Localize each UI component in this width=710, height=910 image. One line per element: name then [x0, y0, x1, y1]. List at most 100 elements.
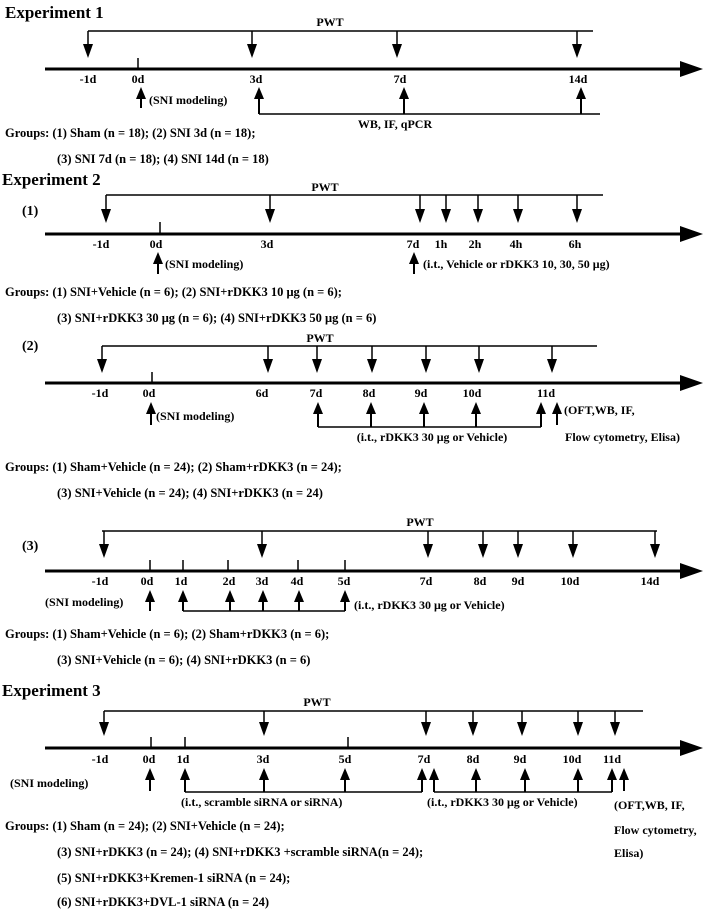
pwt-arrow [573, 711, 583, 736]
sni-label: (SNI modeling) [45, 595, 123, 609]
pwt-arrow [312, 346, 322, 373]
pwt-arrow [513, 531, 523, 558]
pwt-arrow-3d [247, 31, 257, 58]
sni-arrow [136, 87, 146, 108]
time-label: 6h [569, 237, 582, 251]
timeline-arrowhead [680, 61, 703, 77]
pwt-arrow [474, 346, 484, 373]
pwt-arrow [568, 531, 578, 558]
time-label: 9d [415, 386, 428, 400]
treatment-arrow [429, 768, 439, 792]
assay-arrow [619, 768, 629, 791]
treatment-arrow [178, 590, 188, 611]
pwt-label: PWT [316, 15, 343, 29]
time-label: 2h [469, 237, 482, 251]
time-label: 14d [641, 574, 660, 588]
pwt-arrow [547, 346, 557, 373]
timeline-arrowhead [680, 375, 703, 391]
treatment-arrow [294, 590, 304, 611]
pwt-arrow [367, 346, 377, 373]
time-label: -1d [92, 574, 109, 588]
experiment-2-part-3: (3) PWT -1d 0d 1d 2d 3d 4d 5d 7d 8d [5, 515, 703, 667]
time-label: 10d [463, 386, 482, 400]
experiment-2-part-1: (1) PWT -1d 0d 3d 7d 1h 2h 4h 6h (SNI mo… [5, 180, 703, 325]
treatment-arrow [366, 402, 376, 427]
pwt-arrow [259, 711, 269, 736]
time-label: 0d [150, 237, 163, 251]
experiment-2-title: Experiment 2 [2, 170, 101, 189]
treatment-label: (i.t., rDKK3 30 μg or Vehicle) [427, 795, 578, 809]
assay-label: (OFT,WB, IF, [564, 403, 635, 417]
treatment-label: (i.t., rDKK3 30 μg or Vehicle) [357, 430, 508, 444]
pwt-arrow [517, 711, 527, 736]
time-label: -1d [93, 237, 110, 251]
sni-label: (SNI modeling) [165, 257, 243, 271]
time-label: 4d [291, 574, 304, 588]
pwt-arrow [423, 531, 433, 558]
pwt-arrow [257, 531, 267, 558]
time-label: 0d [132, 72, 145, 86]
assay-label: Flow cytometry, Elisa) [565, 430, 680, 444]
pwt-arrow [478, 531, 488, 558]
treatment-arrow [573, 768, 583, 792]
groups-line: (3) SNI+Vehicle (n = 24); (4) SNI+rDKK3 … [57, 486, 323, 500]
time-label: 7d [407, 237, 420, 251]
sni-arrow [145, 768, 155, 791]
pwt-arrow [610, 711, 620, 736]
treatment-label: (i.t., rDKK3 30 μg or Vehicle) [354, 598, 505, 612]
assay-label: (OFT,WB, IF, [614, 798, 685, 812]
assay-label: Flow cytometry, [614, 823, 697, 837]
sni-arrow [145, 590, 155, 611]
pwt-arrow [572, 195, 582, 223]
time-label: 5d [339, 752, 352, 766]
groups-line: (3) SNI 7d (n = 18); (4) SNI 14d (n = 18… [57, 152, 269, 166]
time-label: 1h [435, 237, 448, 251]
pwt-arrow [97, 346, 107, 373]
pwt-arrow [650, 531, 660, 558]
time-label: 1d [175, 574, 188, 588]
treatment-arrow [419, 402, 429, 427]
time-label: 0d [143, 752, 156, 766]
groups-line: (3) SNI+rDKK3 (n = 24); (4) SNI+rDKK3 +s… [57, 845, 423, 859]
groups-line: Groups: (1) Sham+Vehicle (n = 24); (2) S… [5, 460, 342, 474]
time-label: 0d [143, 386, 156, 400]
treatment-arrow [520, 768, 530, 792]
treatment-arrow [409, 252, 419, 274]
time-label: 11d [603, 752, 621, 766]
time-label: 9d [512, 574, 525, 588]
time-label: 2d [223, 574, 236, 588]
treatment-arrow [536, 402, 546, 427]
time-label: 0d [141, 574, 154, 588]
groups-line: Groups: (1) Sham (n = 18); (2) SNI 3d (n… [5, 126, 256, 140]
assay-arrow-14d [576, 87, 586, 114]
pwt-arrow [265, 195, 275, 223]
pwt-arrow [513, 195, 523, 223]
treatment-arrow [258, 590, 268, 611]
sni-label: (SNI modeling) [149, 93, 227, 107]
time-label: 10d [563, 752, 582, 766]
assay-label: WB, IF, qPCR [358, 117, 433, 131]
groups-line: (3) SNI+Vehicle (n = 6); (4) SNI+rDKK3 (… [57, 653, 310, 667]
time-label: 7d [420, 574, 433, 588]
time-label: 8d [474, 574, 487, 588]
time-label: -1d [92, 752, 109, 766]
assay-arrow [552, 402, 562, 425]
time-label: 6d [256, 386, 269, 400]
time-label: 7d [394, 72, 407, 86]
experiment-3: Experiment 3 PWT -1d 0d 1d 3d 5d 7d 8d 9… [2, 681, 703, 909]
time-label: 9d [514, 752, 527, 766]
timeline-arrowhead [680, 226, 703, 242]
experiment-2-part-2: (2) PWT -1d 0d 6d 7d 8d 9d 10d 11d (SNI … [5, 331, 703, 500]
sirna-arrow [180, 768, 190, 792]
time-label: 8d [467, 752, 480, 766]
sni-arrow [153, 252, 163, 274]
groups-line: (3) SNI+rDKK3 30 μg (n = 6); (4) SNI+rDK… [57, 311, 376, 325]
pwt-label: PWT [311, 180, 338, 194]
pwt-arrow [99, 531, 109, 558]
time-label: 7d [418, 752, 431, 766]
groups-line: Groups: (1) Sham (n = 24); (2) SNI+Vehic… [5, 819, 285, 833]
time-label: 3d [250, 72, 263, 86]
pwt-arrow [468, 711, 478, 736]
time-label: 3d [256, 574, 269, 588]
